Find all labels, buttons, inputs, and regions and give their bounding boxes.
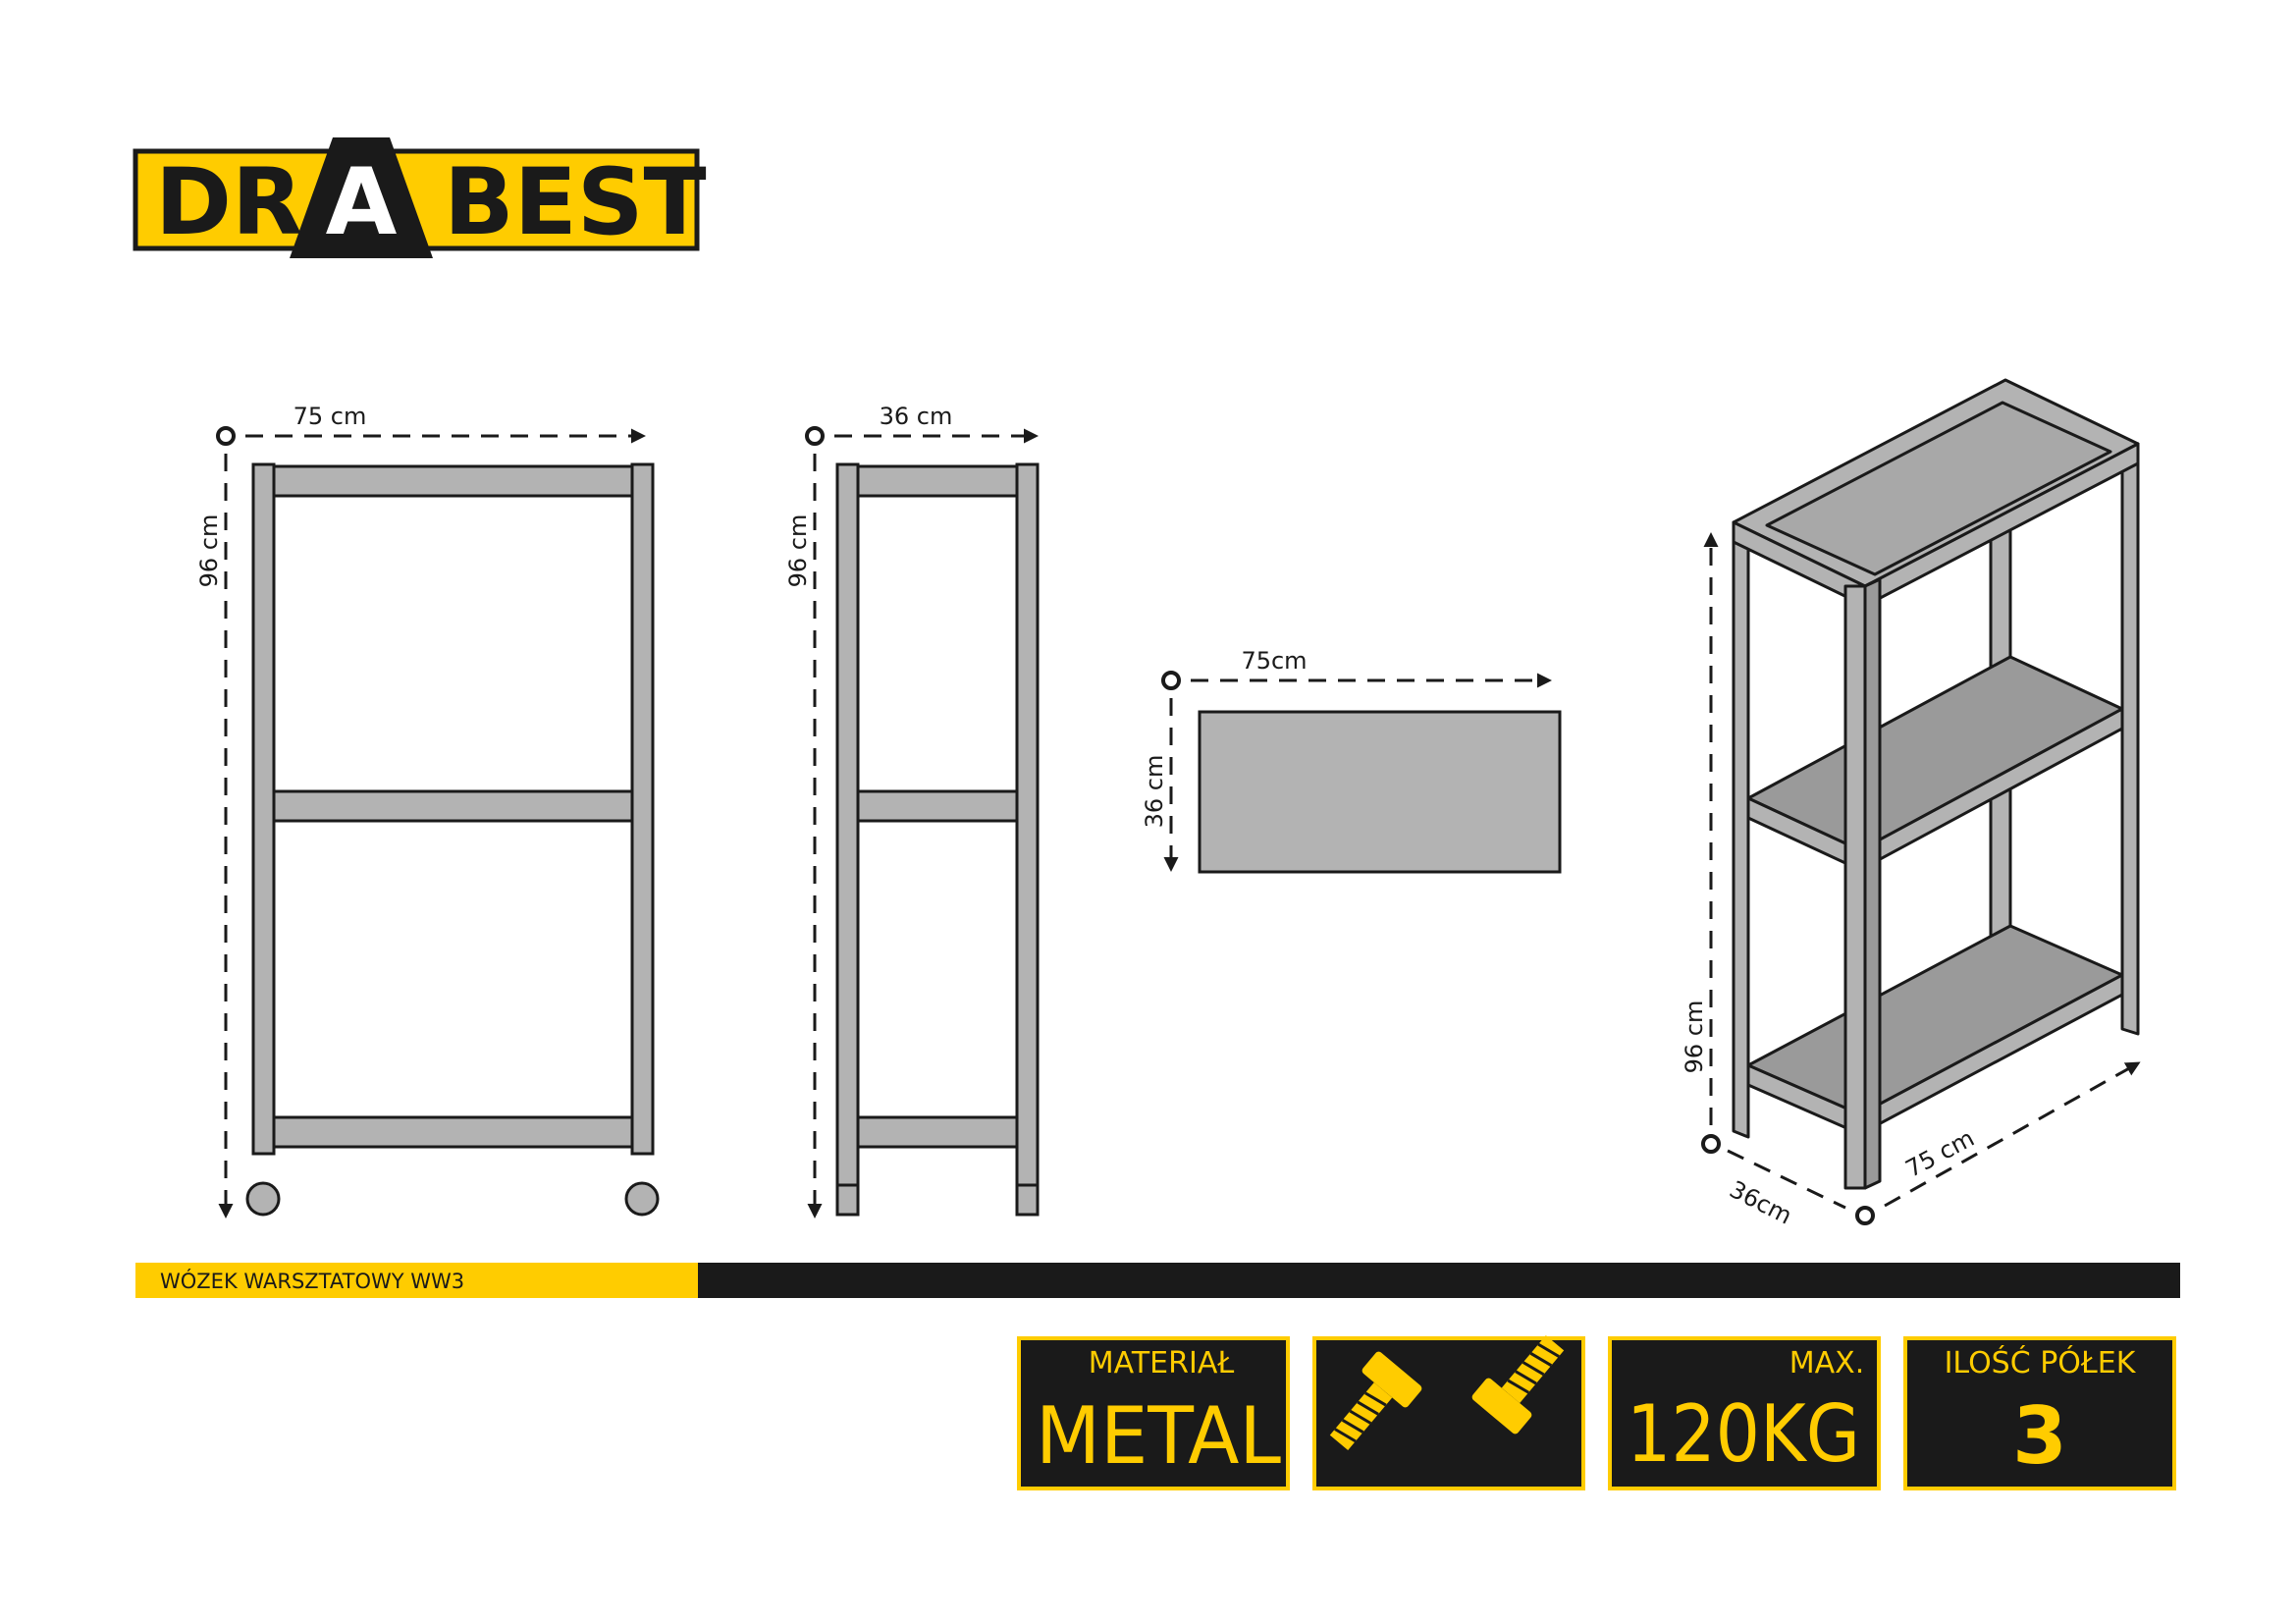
spec-badge-fasteners <box>1312 1334 1585 1490</box>
iso-width-dimension <box>1884 1061 2141 1208</box>
side-view-diagram: 36 cm 96 cm <box>784 403 1040 1218</box>
iso-back-right-post <box>2120 437 2140 1036</box>
product-name-bar-yellow <box>135 1263 698 1298</box>
side-width-label: 36 cm <box>880 403 953 430</box>
front-middle-shelf <box>272 789 634 823</box>
iso-top-shelf-inner <box>1765 401 2112 576</box>
max-load-label: MAX. <box>1789 1346 1865 1380</box>
brand-logo-a-block <box>290 137 433 258</box>
iso-depth-dimension <box>1727 1149 1846 1210</box>
brand-logo-middle: A <box>326 149 398 256</box>
brand-logo: DR A BEST <box>133 137 707 258</box>
product-name-bar-black <box>698 1263 2180 1298</box>
side-width-origin <box>805 426 825 446</box>
side-top-shelf <box>856 464 1019 498</box>
max-load-value: 120KG <box>1627 1388 1860 1480</box>
side-right-post <box>1015 462 1040 1217</box>
product-name-bar: WÓZEK WARSZTATOWY WW3 <box>135 1263 2180 1298</box>
side-left-post <box>835 462 860 1217</box>
iso-depth-label: 36cm <box>1725 1175 1796 1229</box>
side-height-label: 96 cm <box>784 514 812 588</box>
front-height-label: 96 cm <box>195 514 223 588</box>
front-width-label: 75 cm <box>294 403 367 430</box>
shelves-value: 3 <box>2012 1390 2067 1482</box>
iso-front-left-post <box>1732 520 1750 1139</box>
brand-logo-left: DR <box>155 149 302 256</box>
spec-badge-material: MATERIAŁ METAL <box>1017 1336 1290 1490</box>
material-label: MATERIAŁ <box>1089 1346 1235 1380</box>
top-width-label: 75cm <box>1241 647 1307 675</box>
top-depth-label: 36 cm <box>1141 755 1168 829</box>
iso-width-origin <box>1855 1206 1875 1225</box>
shelves-label: ILOŚĆ PÓŁEK <box>1945 1344 2137 1380</box>
front-top-shelf <box>272 464 634 498</box>
front-right-post <box>630 462 655 1156</box>
side-middle-shelf <box>856 789 1019 823</box>
front-left-wheel <box>245 1181 281 1217</box>
top-width-origin <box>1161 671 1181 690</box>
top-shelf-outline <box>1198 710 1562 874</box>
front-width-origin <box>216 426 236 446</box>
spec-badge-max-load: MAX. 120KG <box>1608 1336 1881 1490</box>
material-value: METAL <box>1036 1390 1281 1482</box>
front-right-wheel <box>624 1181 660 1217</box>
brand-logo-right: BEST <box>444 149 707 256</box>
spec-badge-shelves: ILOŚĆ PÓŁEK 3 <box>1903 1336 2176 1490</box>
product-name: WÓZEK WARSZTATOWY WW3 <box>160 1269 464 1293</box>
side-bottom-shelf <box>856 1115 1019 1149</box>
iso-height-label: 96 cm <box>1681 1001 1708 1074</box>
iso-front-corner-post-side <box>1863 577 1882 1190</box>
bolts-icon <box>1329 1334 1565 1451</box>
front-view-diagram: 75 cm 96 cm <box>195 403 660 1218</box>
front-bottom-shelf <box>272 1115 634 1149</box>
isometric-view-diagram <box>1732 378 2140 1190</box>
iso-height-origin <box>1701 1134 1721 1154</box>
front-left-post <box>251 462 276 1156</box>
iso-front-corner-post <box>1843 584 1867 1190</box>
top-view-diagram: 75cm 36 cm <box>1141 647 1562 874</box>
